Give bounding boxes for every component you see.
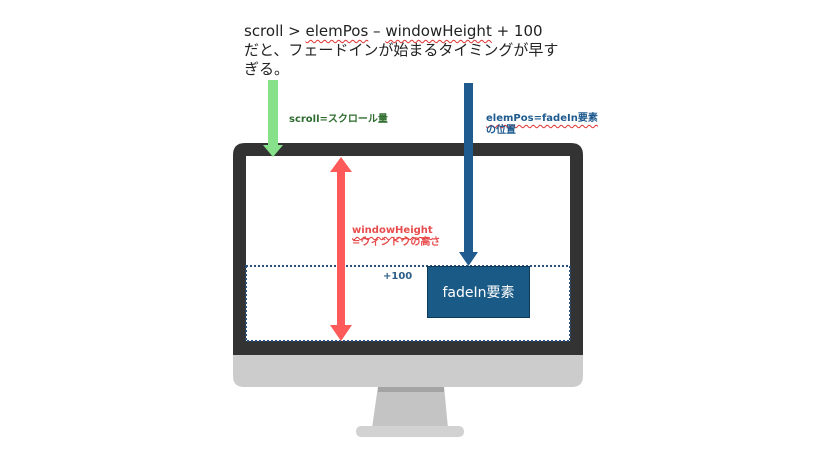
note-line-1: scroll > elemPos – windowHeight + 100 — [244, 22, 543, 40]
monitor-chin — [233, 354, 583, 387]
fadein-element: fadeIn要素 — [427, 266, 530, 318]
windowheight-label-line-1: windowHeight — [352, 225, 433, 236]
elempos-label-line-1: elemPos=fadeIn要素 — [486, 113, 598, 124]
elempos-arrow — [459, 83, 478, 266]
condition-note: scroll > elemPos – windowHeight + 100 だと… — [244, 22, 604, 79]
windowheight-term: windowHeight — [385, 22, 492, 40]
elempos-label: elemPos=fadeIn要素 の位置 — [486, 113, 598, 137]
plus100-label: +100 — [383, 271, 413, 282]
elempos-term: elemPos — [305, 22, 369, 40]
fadein-element-label: fadeIn要素 — [442, 285, 515, 301]
plus100-region — [245, 265, 571, 342]
scroll-label: scroll=スクロール量 — [289, 114, 388, 125]
windowheight-arrow — [330, 157, 352, 341]
note-line-3: ぎる。 — [244, 60, 290, 78]
note-line-2: だと、フェードインが始まるタイミングが早す — [244, 41, 559, 59]
elempos-label-line-2: の位置 — [486, 125, 516, 136]
windowheight-label: windowHeight =ウィンドウの高さ — [352, 225, 440, 249]
windowheight-label-line-2: =ウィンドウの高さ — [352, 237, 441, 248]
scroll-arrow — [263, 80, 283, 157]
monitor-stand — [356, 386, 464, 437]
